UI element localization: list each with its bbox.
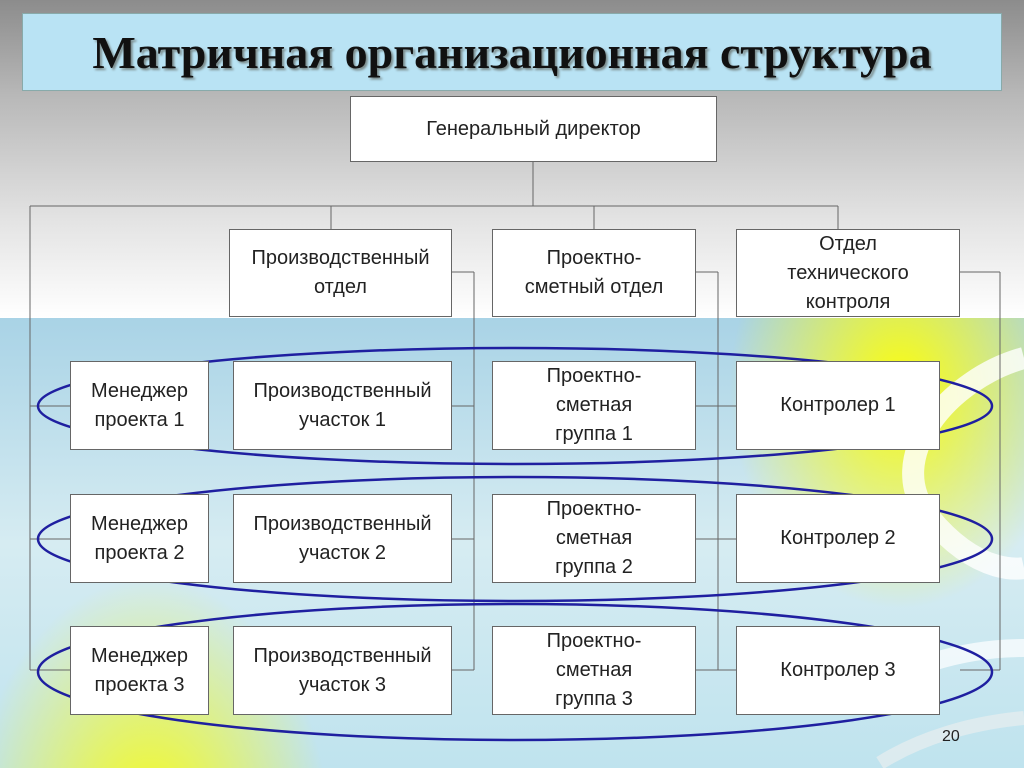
design-group-box-3: Проектно- сметная группа 3 xyxy=(492,626,696,715)
project-ellipse-2 xyxy=(36,475,994,603)
project-ellipse-3 xyxy=(36,602,994,742)
controller-box-1: Контролер 1 xyxy=(736,361,940,450)
department-production-box: Производственный отдел xyxy=(229,229,452,317)
manager-box-1: Менеджер проекта 1 xyxy=(70,361,209,450)
title-bar: Матричная организационная структура xyxy=(22,13,1002,91)
design-group-box-2: Проектно- сметная группа 2 xyxy=(492,494,696,583)
production-section-box-1: Производственный участок 1 xyxy=(233,361,452,450)
department-design-estimate-box: Проектно- сметный отдел xyxy=(492,229,696,317)
page-number: 20 xyxy=(942,728,960,745)
controller-box-3: Контролер 3 xyxy=(736,626,940,715)
production-section-box-3: Производственный участок 3 xyxy=(233,626,452,715)
controller-box-2: Контролер 2 xyxy=(736,494,940,583)
director-box: Генеральный директор xyxy=(350,96,717,162)
department-technical-control-box: Отдел технического контроля xyxy=(736,229,960,317)
design-group-box-1: Проектно- сметная группа 1 xyxy=(492,361,696,450)
slide-title: Матричная организационная структура xyxy=(92,26,932,78)
manager-box-2: Менеджер проекта 2 xyxy=(70,494,209,583)
manager-box-3: Менеджер проекта 3 xyxy=(70,626,209,715)
project-ellipse-1 xyxy=(36,346,994,466)
production-section-box-2: Производственный участок 2 xyxy=(233,494,452,583)
